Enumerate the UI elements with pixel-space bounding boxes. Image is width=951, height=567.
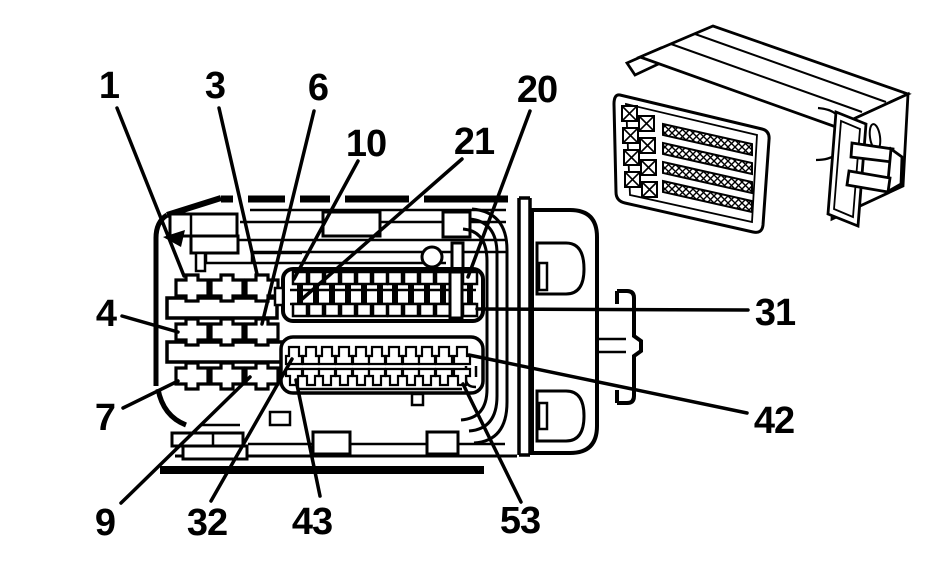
keyway-arrow-mark <box>163 230 185 247</box>
leader-53 <box>461 382 523 504</box>
leader-1 <box>115 106 186 278</box>
callout-leader-lines <box>115 106 750 505</box>
lower-terminal-slot <box>279 335 485 395</box>
callout-label-20: 20 <box>516 69 558 111</box>
connector-face-view <box>153 195 643 474</box>
callout-label-7: 7 <box>94 397 116 439</box>
callout-label-43: 43 <box>291 501 333 543</box>
mounting-bracket <box>615 289 643 405</box>
leader-4 <box>120 314 180 334</box>
leader-9 <box>119 375 252 505</box>
leader-3 <box>217 106 259 276</box>
callout-label-31: 31 <box>754 292 796 334</box>
callout-label-4: 4 <box>95 293 117 335</box>
callout-label-42: 42 <box>753 400 795 442</box>
upper-terminal-slot <box>273 267 485 323</box>
leader-42 <box>467 353 749 415</box>
seal-band <box>517 196 532 457</box>
leader-31 <box>475 307 750 312</box>
leader-10 <box>292 159 360 281</box>
body-left-edge <box>153 212 169 386</box>
callout-label-6: 6 <box>307 67 329 109</box>
leader-7 <box>121 379 180 410</box>
body-bottom-left-arc <box>155 388 188 428</box>
callout-label-3: 3 <box>204 65 226 107</box>
leader-21 <box>299 157 464 302</box>
large-terminal-grid <box>165 273 285 391</box>
callout-label-10: 10 <box>345 123 387 165</box>
callout-label-32: 32 <box>186 502 228 544</box>
leader-43 <box>294 378 322 498</box>
callout-label-9: 9 <box>94 502 116 544</box>
callout-label-53: 53 <box>499 500 541 542</box>
body-top-slant-edge <box>166 195 222 218</box>
callout-label-1: 1 <box>98 65 120 107</box>
callout-label-21: 21 <box>453 121 495 163</box>
leader-32 <box>209 357 294 503</box>
iso-frame <box>826 109 868 229</box>
index-hole <box>420 245 444 269</box>
connector-perspective-view <box>612 24 912 234</box>
leader-20 <box>466 109 532 279</box>
leader-6 <box>260 109 316 326</box>
right-end-arcs <box>460 207 509 445</box>
